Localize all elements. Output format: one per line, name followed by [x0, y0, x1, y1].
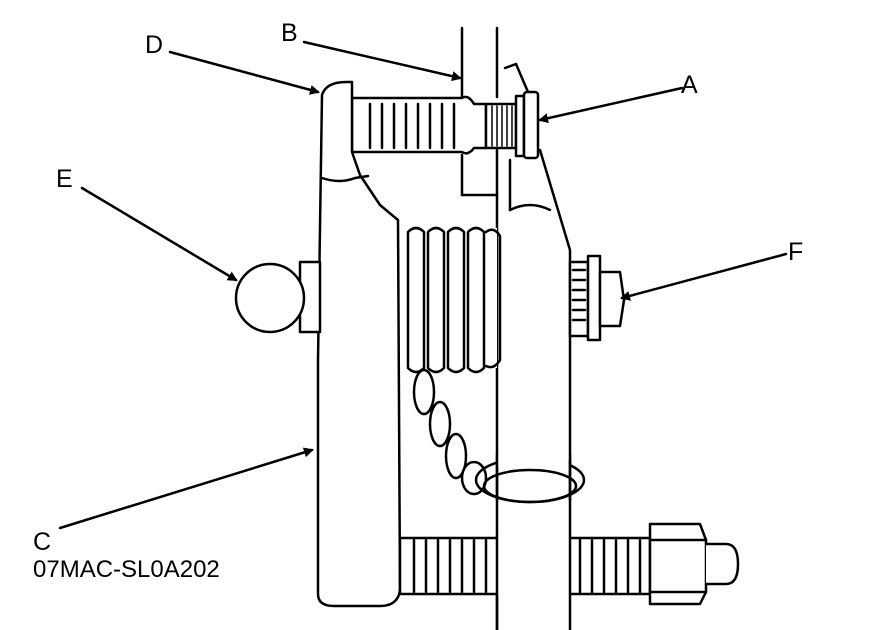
- lower-bolt: [398, 458, 740, 630]
- leader-f: [620, 252, 788, 301]
- spring: [404, 226, 502, 374]
- knob-e: [234, 260, 322, 334]
- leader-d: [168, 50, 320, 95]
- callout-c-label: C: [33, 528, 52, 556]
- callout-a-label: A: [681, 71, 698, 99]
- upper-bolt: [350, 90, 540, 160]
- leader-c: [58, 447, 314, 530]
- leader-b: [302, 40, 462, 82]
- chain: [412, 368, 488, 496]
- callout-e-label: E: [56, 165, 73, 193]
- callout-d-label: D: [145, 31, 164, 59]
- leader-a: [538, 86, 684, 124]
- right-bracket: [503, 62, 572, 462]
- bolt-f: [568, 254, 626, 342]
- callout-b-label: B: [281, 19, 298, 47]
- ring: [474, 453, 586, 504]
- tool-code-label: 07MAC-SL0A202: [33, 556, 220, 583]
- callout-f-label: F: [788, 238, 804, 266]
- leader-e: [80, 186, 238, 282]
- puller-body: [316, 80, 402, 608]
